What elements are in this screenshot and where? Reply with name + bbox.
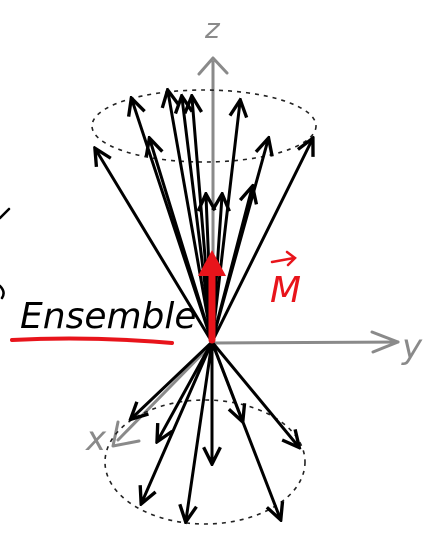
- x-axis-line: [116, 341, 215, 442]
- net-magnetization-vector: [198, 250, 226, 344]
- cone-outlines: [91, 89, 317, 525]
- x-axis-arrowhead: [111, 420, 141, 448]
- spin-vector: [210, 102, 240, 344]
- spin-vector: [210, 140, 312, 344]
- spin-vector: [158, 340, 214, 440]
- y-axis-label: y: [401, 327, 423, 367]
- ensemble-label-group: Ensemble: [10, 296, 197, 345]
- upper-cone-ellipse: [91, 89, 317, 163]
- ensemble-underline: [10, 336, 174, 345]
- x-axis-label: x: [85, 419, 107, 459]
- spin-vector: [168, 92, 214, 344]
- spin-vector: [182, 98, 214, 344]
- y-axis-arrowhead: [370, 330, 400, 354]
- z-axis-label: z: [204, 12, 221, 45]
- spin-vector: [210, 140, 268, 344]
- z-axis-arrowhead: [197, 56, 229, 76]
- spin-vector: [142, 340, 214, 502]
- spin-vector: [150, 140, 214, 344]
- y-axis-line: [211, 340, 400, 345]
- spin-vector: [96, 150, 214, 344]
- spin-vector: [186, 340, 214, 520]
- lower-cone-ellipse: [104, 399, 306, 525]
- magnetization-label: M: [270, 250, 301, 311]
- magnetization-symbol: M: [270, 270, 301, 311]
- ensemble-label: Ensemble: [20, 296, 197, 337]
- edge-marks: [0, 207, 11, 300]
- spin-vector: [210, 340, 298, 446]
- spin-vector: [210, 340, 280, 518]
- spin-vector: [132, 340, 214, 418]
- vector-arrow-icon: [270, 256, 296, 264]
